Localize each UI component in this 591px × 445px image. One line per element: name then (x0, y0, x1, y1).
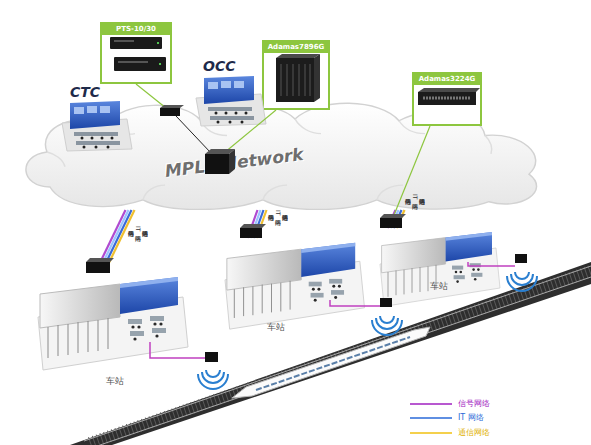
device-panel (114, 40, 134, 42)
signal-wire (150, 342, 205, 358)
legend-line (410, 417, 452, 419)
station-illustration (225, 243, 365, 329)
cloud-texture (399, 121, 425, 134)
device-model-name: Adamas3224G (414, 74, 480, 85)
legend-text: 信号网络 (458, 399, 490, 409)
wireless-ap (205, 352, 218, 362)
leader-line (224, 110, 276, 153)
cloud-texture (295, 119, 321, 134)
station-label: 车站 (106, 376, 124, 387)
train (232, 327, 430, 398)
network-link (176, 116, 211, 153)
station-illustration (380, 232, 500, 306)
network-tag: IT网络 (275, 210, 282, 215)
wireless-ap (380, 298, 392, 307)
switch-top (380, 214, 406, 218)
ctc-room-illustration (62, 101, 132, 151)
station-switch (380, 218, 402, 228)
wifi-waves (372, 316, 402, 335)
occ-room-illustration (196, 76, 266, 126)
pts-device (114, 57, 166, 71)
device-model-name: PTS-10/30 (102, 24, 170, 35)
device-led (157, 42, 159, 44)
signal-wire (330, 300, 380, 306)
legend-text: IT 网络 (458, 413, 484, 423)
legend-line (410, 403, 452, 405)
cloud-texture (143, 185, 165, 200)
device-callout-box: PTS-10/30 (100, 22, 172, 84)
device-panel (118, 61, 148, 63)
adamas3224g-device (418, 92, 476, 105)
chassis-side (314, 54, 320, 102)
wifi-waves (198, 370, 228, 389)
cloud-texture (47, 152, 65, 167)
chassis-slots (281, 64, 310, 96)
network-tag: IT网络 (412, 194, 419, 199)
train-windows (256, 337, 410, 390)
leader-line (136, 84, 166, 108)
legend-text: 通信网络 (458, 428, 490, 438)
room-label: OCC (203, 58, 235, 74)
signal-wire (468, 262, 515, 266)
legend-line (410, 432, 452, 434)
chassis-top (276, 54, 320, 58)
switch-top (240, 224, 266, 228)
switch-side (229, 149, 235, 174)
cloud-texture (263, 185, 287, 200)
device-top (418, 88, 480, 92)
device-ports (423, 97, 470, 100)
railway-station: 车站 (380, 228, 505, 292)
adamas7896g-chassis (276, 58, 314, 102)
station-switch (86, 262, 110, 273)
railway-station: 车站 (225, 238, 365, 333)
station-illustration (38, 277, 188, 370)
station-label: 车站 (267, 322, 285, 333)
switch-top (160, 105, 184, 108)
station-switch (240, 228, 262, 238)
network-tag: IT网络 (135, 226, 142, 231)
room-label: CTC (70, 84, 100, 100)
cloud-texture (485, 135, 492, 153)
switch-top (86, 258, 114, 262)
railway-station: 车站 (38, 272, 188, 387)
core-switch (205, 154, 229, 174)
wireless-ap (515, 254, 527, 263)
station-label: 车站 (430, 281, 448, 292)
leader-line (394, 126, 430, 215)
pts-device (110, 37, 162, 49)
device-model-name: Adamas7896G (264, 42, 328, 53)
wifi-waves (507, 272, 537, 291)
device-led (159, 63, 161, 65)
cloud-texture (377, 185, 403, 200)
network-switch (160, 108, 180, 116)
